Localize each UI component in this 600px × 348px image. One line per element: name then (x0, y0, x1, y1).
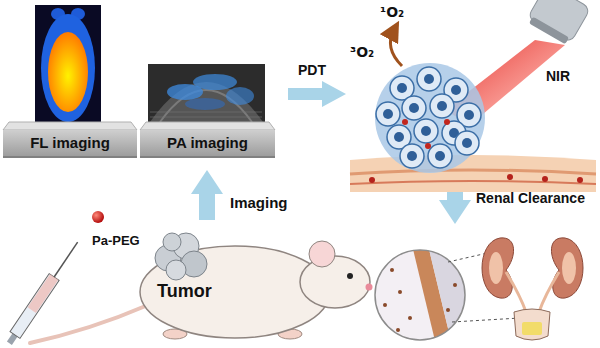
fluorescence-image (35, 5, 101, 123)
skin-tissue (507, 174, 513, 180)
mouse-illustration (140, 246, 330, 338)
oxygen-arrow (390, 30, 402, 66)
tumor-cells (400, 144, 424, 168)
agent-label: Pa-PEG (92, 233, 140, 249)
nanoparticle (92, 211, 104, 223)
chemical-label: ³O₂ (350, 44, 374, 61)
skin-tissue (350, 181, 596, 184)
photoacoustic-image (193, 74, 237, 90)
tumor-cells (376, 102, 400, 126)
tumor-cells (402, 119, 408, 125)
syringe (4, 239, 82, 347)
fluorescence-image (35, 5, 101, 123)
process-label: Imaging (230, 194, 288, 212)
tumor-cells (375, 63, 485, 173)
fluorescence-image (41, 14, 95, 122)
imaging-platform: FL imaging (3, 130, 137, 158)
imaging-platform: PA imaging (140, 130, 275, 158)
glomerulus-zoom (396, 328, 400, 332)
glomerulus-zoom (446, 308, 450, 312)
process-label: PDT (298, 62, 326, 79)
tumor-illustration (166, 260, 186, 280)
tumor-cells (414, 119, 438, 143)
mouse-illustration (309, 241, 335, 267)
glomerulus-zoom (453, 283, 457, 287)
chemical-label: ¹O₂ (380, 4, 404, 21)
skin-tissue (542, 176, 548, 182)
tumor-illustration (163, 233, 181, 251)
process-arrow (288, 81, 346, 107)
light-label: NIR (546, 68, 570, 85)
nir-lamp (525, 0, 590, 46)
glomerulus-zoom (383, 245, 470, 345)
kidney-illustration (482, 238, 514, 298)
skin-tissue (350, 155, 596, 192)
kidney-illustration (522, 322, 542, 335)
photoacoustic-image (148, 64, 265, 122)
glomerulus-zoom (408, 316, 412, 320)
glomerulus-zoom (390, 268, 394, 272)
kidney-illustration (489, 252, 503, 284)
tumor-cells (455, 131, 479, 155)
mouse-illustration (347, 273, 353, 279)
platform-label: FL imaging (30, 134, 110, 152)
nir-lamp (529, 16, 569, 44)
mouse-illustration (30, 305, 148, 343)
tumor-label: Tumor (157, 281, 212, 303)
tumor-cells (428, 144, 452, 168)
mouse-illustration (300, 256, 370, 308)
tumor-cells (417, 67, 441, 91)
process-arrow (191, 170, 223, 220)
glomerulus-zoom (375, 250, 465, 340)
kidney-illustration (482, 238, 583, 340)
skin-tissue (577, 177, 583, 183)
platform-top (3, 122, 137, 130)
tumor-cells (425, 143, 431, 149)
syringe (28, 274, 59, 313)
kidney-illustration (562, 252, 576, 284)
kidney-illustration (506, 272, 559, 312)
tumor-cells (444, 119, 450, 125)
glomerulus-zoom (398, 290, 402, 294)
photoacoustic-image (185, 98, 225, 110)
tumor-cells (402, 96, 426, 120)
syringe (10, 274, 59, 339)
photoacoustic-image (148, 64, 265, 122)
syringe (54, 242, 77, 277)
skin-tissue (369, 177, 375, 183)
tumor-cells (375, 63, 485, 173)
skin-tissue (350, 155, 596, 192)
photoacoustic-image (150, 112, 262, 117)
glomerulus-zoom (383, 303, 387, 307)
mouse-illustration (30, 241, 373, 343)
tumor-illustration (155, 233, 207, 280)
mouse-illustration (366, 284, 373, 291)
platform-top (140, 122, 275, 130)
kidney-illustration (551, 238, 583, 298)
tumor-cells (430, 94, 454, 118)
fluorescence-image (48, 32, 88, 112)
skin-tissue (350, 170, 596, 174)
process-label: Renal Clearance (476, 190, 585, 207)
platform-label: PA imaging (167, 134, 248, 152)
kidney-illustration (514, 309, 550, 340)
photoacoustic-image (226, 87, 254, 105)
